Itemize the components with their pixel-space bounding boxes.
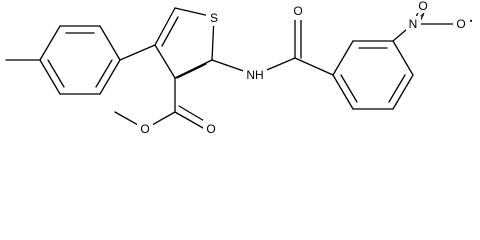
atom-labels: S NH O O O N + O O •: [137, 0, 473, 137]
bond-benz-1: [332, 40, 354, 76]
bonds: [5, 7, 456, 130]
nitro-oxygen-radical-dot: •: [470, 17, 473, 26]
atom-nitro-oxygen-right: O: [456, 17, 465, 31]
bond-tolyl-3: [99, 25, 121, 61]
atom-nitro-nitrogen: N: [409, 17, 418, 31]
bond-benz-4: [392, 74, 414, 110]
bond-benz-inner-2: [388, 74, 406, 103]
bond-carbonyl-benzene: [294, 57, 334, 76]
bond-carbonyl-o-2: [178, 105, 207, 123]
bond-carbonyl-o-1: [174, 111, 204, 129]
atom-sulfur: S: [210, 11, 218, 25]
nitro-positive-charge: +: [420, 12, 425, 21]
bond-tolyl-4: [99, 59, 121, 95]
atom-ester-carbonyl-oxygen: O: [206, 122, 215, 136]
structure-svg: S NH O O O N + O O •: [5, 0, 473, 137]
molecule-diagram: S NH O O O N + O O •: [5, 0, 473, 137]
bond-thio-inner-1: [161, 16, 179, 47]
atom-nitro-oxygen-top: O: [418, 0, 427, 13]
bond-aryl-thiophene: [119, 44, 156, 61]
bond-thio-c2-c3: [174, 59, 213, 79]
atom-amide-oxygen: O: [293, 4, 302, 18]
atom-nh: NH: [246, 68, 263, 82]
bond-tolyl-inner-2: [95, 59, 113, 88]
bond-thio-c3-c4: [154, 44, 176, 79]
bond-thio-inner-2: [176, 63, 207, 79]
bond-benz-6: [332, 74, 354, 110]
bond-thio-c4-c5: [154, 7, 176, 46]
bond-benz-inner-3: [340, 74, 358, 103]
bond-tolyl-inner-3: [47, 59, 65, 88]
bond-tolyl-6: [39, 59, 61, 95]
bond-tolyl-1: [39, 25, 61, 61]
atom-ester-oxygen: O: [140, 122, 149, 136]
bond-benz-3: [392, 40, 414, 76]
